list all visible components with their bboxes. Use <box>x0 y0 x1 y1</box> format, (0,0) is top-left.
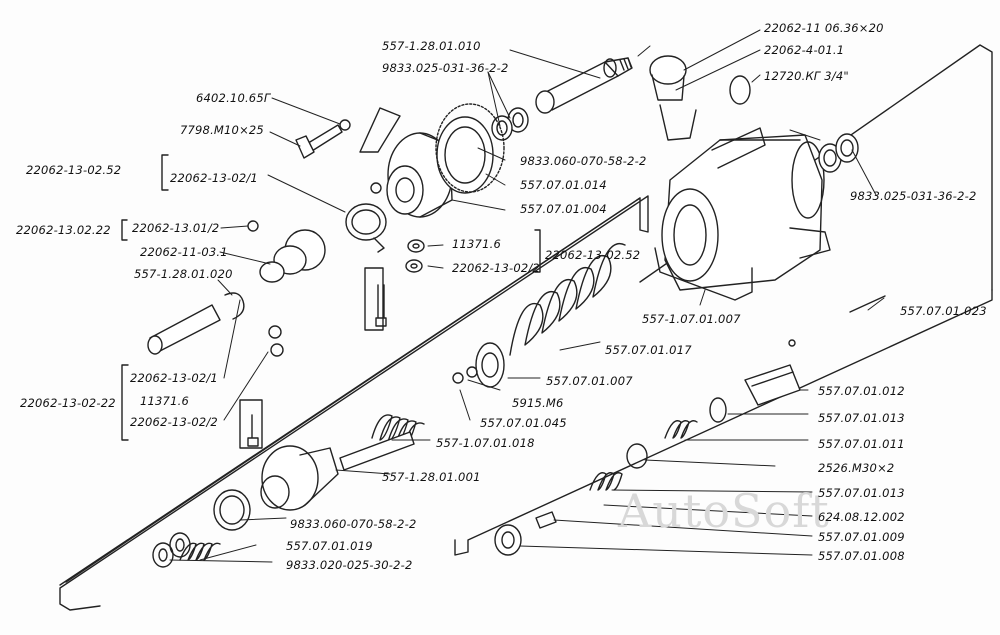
label-22062-11-06-36x20: 22062-11 06.36×20 <box>764 21 884 35</box>
label-557-07-01-007: 557.07.01.007 <box>546 374 633 388</box>
fitting-lower-left <box>147 292 245 355</box>
label-557-1-28-01-010: 557-1.28.01.010 <box>382 39 481 53</box>
label-557-07-01-009: 557.07.01.009 <box>818 530 905 544</box>
label-7798-m10x25: 7798.M10×25 <box>180 123 264 137</box>
label-22062-13-02-2-top: 22062-13-02/2 <box>452 261 540 275</box>
label-557-07-01-008: 557.07.01.008 <box>818 549 905 563</box>
label-22062-13-02-1-bottom: 22062-13-02/1 <box>130 371 218 385</box>
label-9833-020-025-30: 9833.020-025-30-2-2 <box>286 558 413 572</box>
left-group-boundary <box>59 195 649 611</box>
label-9833-060-070-top: 9833.060-070-58-2-2 <box>520 154 647 168</box>
seal-ring <box>435 103 505 193</box>
valve-011 <box>664 420 698 439</box>
label-22062-13-02-1-top: 22062-13-02/1 <box>170 171 258 185</box>
valve-fitting <box>649 55 751 141</box>
label-557-07-01-023: 557.07.01.023 <box>900 304 987 318</box>
nut-m30 <box>626 443 648 469</box>
label-557-07-01-014: 557.07.01.014 <box>520 178 607 192</box>
label-11371-6-top: 11371.6 <box>452 237 501 251</box>
label-5915-m6: 5915.M6 <box>512 396 564 410</box>
label-9833-025-031-right: 9833.025-031-36-2-2 <box>850 189 977 203</box>
washer-m6 <box>452 372 464 384</box>
label-12720-kg-3-4: 12720.КГ 3/4" <box>764 69 849 83</box>
screw-panel <box>239 399 263 449</box>
label-11371-6-bottom: 11371.6 <box>140 394 189 408</box>
o-ring-013 <box>709 397 727 423</box>
pin <box>849 295 886 313</box>
watermark: AutoSoft <box>618 484 830 538</box>
washer-f <box>152 542 174 568</box>
spring-seat <box>475 342 505 388</box>
leader-lines <box>169 29 885 563</box>
spring-small-right <box>589 472 623 491</box>
top-link-boundary <box>359 107 401 153</box>
washer-a <box>407 239 425 253</box>
label-6402-10-65: 6402.10.65Г <box>196 91 271 105</box>
label-22062-13-02-52-left: 22062-13-02.52 <box>26 163 122 177</box>
left-group-boundary-inner <box>65 197 641 583</box>
piston-flange <box>386 103 505 218</box>
panel-frame <box>364 267 384 331</box>
label-557-07-01-004: 557.07.01.004 <box>520 202 607 216</box>
plunger <box>260 431 415 511</box>
label-22062-4-01-1: 22062-4-01.1 <box>764 43 845 57</box>
spring-large <box>509 242 626 356</box>
label-624-08-12-002: 624.08.12.002 <box>818 510 905 524</box>
label-557-1-28-01-001: 557-1.28.01.001 <box>382 470 481 484</box>
cylinder-body <box>654 127 831 301</box>
washer-b <box>405 259 423 273</box>
hex-nut-557-012 <box>744 364 801 406</box>
washer-c <box>268 325 282 339</box>
label-557-07-01-011: 557.07.01.011 <box>818 437 905 451</box>
label-557-07-01-013-b: 557.07.01.013 <box>818 486 905 500</box>
washer-d <box>270 343 284 357</box>
spring-lower <box>179 542 221 561</box>
label-22062-13-01-2: 22062-13.01/2 <box>132 221 220 235</box>
label-22062-13-02-22-top: 22062-13.02.22 <box>16 223 111 237</box>
clamp-upper <box>345 203 387 253</box>
label-9833-060-070-bottom: 9833.060-070-58-2-2 <box>290 517 417 531</box>
nut-m6 <box>466 366 478 378</box>
label-557-1-07-01-018: 557-1.07.01.018 <box>436 436 535 450</box>
label-557-07-01-012: 557.07.01.012 <box>818 384 905 398</box>
bolt-m10 <box>295 119 351 159</box>
label-557-07-01-013-a: 557.07.01.013 <box>818 411 905 425</box>
cylinder-o-ring-b <box>835 133 859 163</box>
label-9833-025-031-top: 9833.025-031-36-2-2 <box>382 61 509 75</box>
label-557-07-01-045: 557.07.01.045 <box>480 416 567 430</box>
label-557-07-01-017: 557.07.01.017 <box>605 343 692 357</box>
label-22062-11-03-1: 22062-11-03.1 <box>140 245 228 259</box>
label-557-07-01-019: 557.07.01.019 <box>286 539 373 553</box>
o-ring-b <box>491 115 513 141</box>
cap-008 <box>494 524 522 556</box>
washer-e <box>169 532 191 558</box>
seal-lower <box>213 489 251 531</box>
label-2526-m30x2: 2526.M30×2 <box>818 461 895 475</box>
label-557-1-07-01-007: 557-1.07.01.007 <box>642 312 741 326</box>
label-557-1-28-01-020: 557-1.28.01.020 <box>134 267 233 281</box>
bracket-d <box>121 364 129 441</box>
right-group-boundary <box>454 289 993 556</box>
bracket-c <box>534 229 541 273</box>
label-22062-13-02-2-bottom: 22062-13-02/2 <box>130 415 218 429</box>
pin-009 <box>535 511 557 529</box>
label-22062-13-02-22-bottom: 22062-13-02-22 <box>20 396 116 410</box>
piston-rod-top <box>535 57 633 114</box>
hose-end <box>247 220 326 283</box>
nut-a <box>370 182 382 194</box>
bracket-a <box>161 154 169 191</box>
label-22062-13-02-52-right: 22062-13-02.52 <box>545 248 641 262</box>
bracket-b <box>121 219 128 241</box>
